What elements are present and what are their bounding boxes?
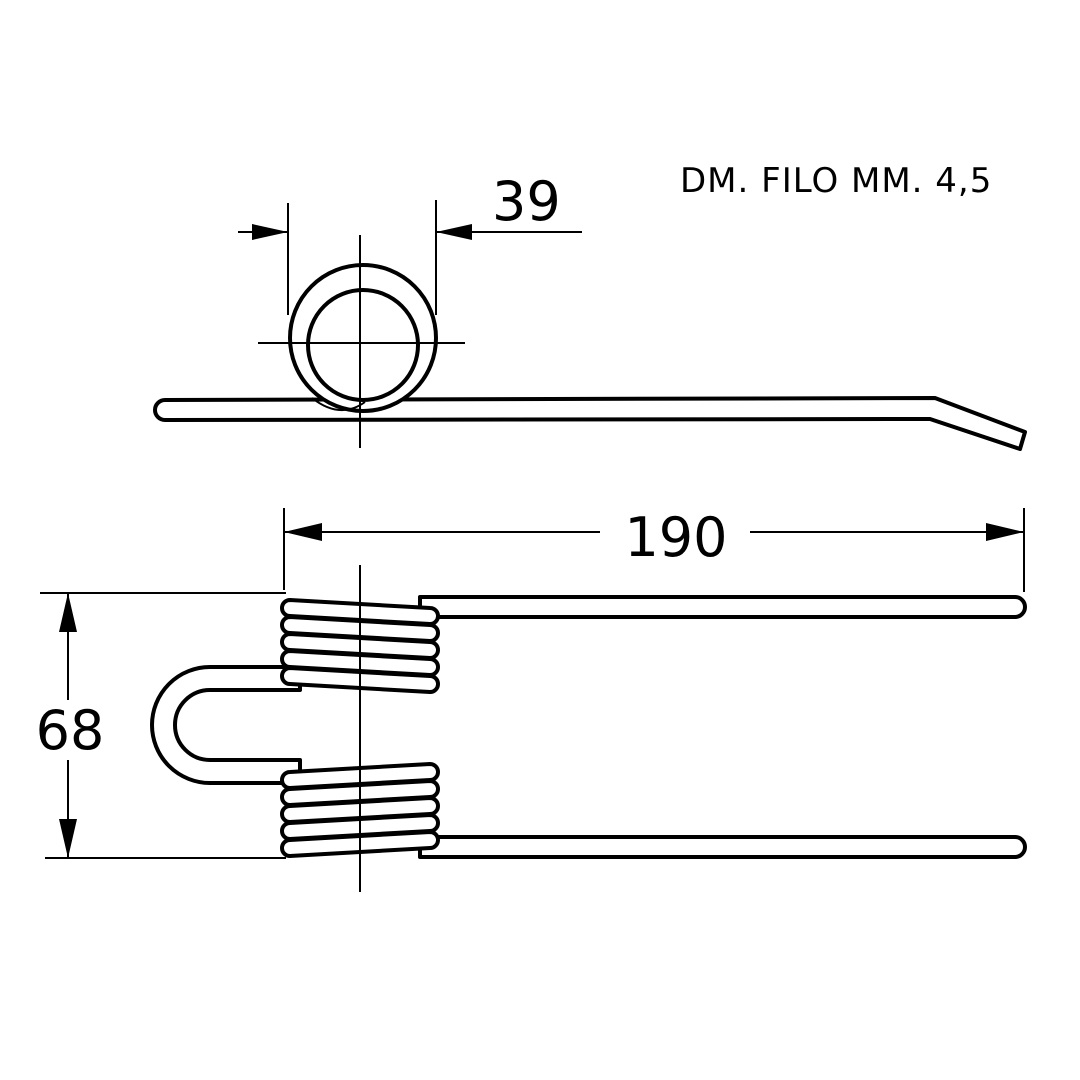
- side-view-tine-bar: [153, 396, 1027, 451]
- plan-view-lower-tine: [418, 835, 1027, 859]
- plan-view-connecting-loop: [150, 665, 302, 785]
- dimension-height: 68: [36, 592, 286, 859]
- arrow-left-pointing: [284, 523, 322, 541]
- arrow-down-pointing: [59, 819, 77, 858]
- arrow-right-pointing: [986, 523, 1024, 541]
- plan-view: [150, 565, 1027, 892]
- dimension-label-68: 68: [36, 699, 105, 762]
- wire-diameter-note: DM. FILO MM. 4,5: [680, 161, 992, 201]
- side-view: [153, 235, 1027, 451]
- dimension-label-190: 190: [624, 506, 727, 569]
- arrow-up-pointing: [59, 593, 77, 632]
- side-view-coil-inner: [306, 288, 420, 402]
- dimension-coil-diameter: 39: [238, 170, 582, 315]
- dimension-length: 190: [283, 506, 1025, 592]
- arrow-right-pointing: [252, 224, 288, 240]
- plan-view-upper-tine: [418, 595, 1027, 619]
- arrow-left-pointing: [436, 224, 472, 240]
- dimension-label-39: 39: [492, 170, 561, 233]
